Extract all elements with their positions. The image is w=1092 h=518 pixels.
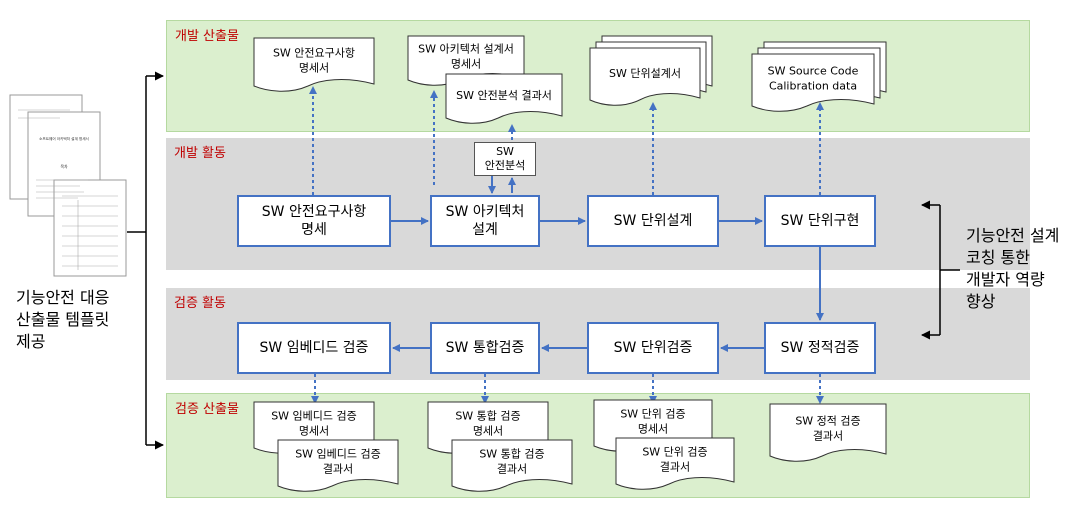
integ-result-doc-text-0: SW 통합 검증: [479, 448, 544, 461]
sw-unit-design-box: SW 단위설계: [587, 195, 719, 247]
sw-unit-verification-box: SW 단위검증: [587, 322, 719, 374]
safety-analysis-arrows: [488, 176, 516, 194]
integ-spec-doc-text-0: SW 통합 검증: [455, 410, 520, 423]
req-spec-doc-text-0: SW 안전요구사항: [273, 47, 355, 60]
ver-outputs-label: 검증 산출물: [175, 402, 239, 417]
sw-embedded-verification-box: SW 임베디드 검증: [237, 322, 391, 374]
arch-spec-doc-text-0: SW 아키텍처 설계서: [418, 43, 514, 56]
dev-flow-arrows: [391, 217, 824, 352]
arch-spec-doc-text-1: 명세서: [451, 58, 481, 71]
thumbnail-subtitle: 목차: [60, 163, 68, 169]
embedded-result-doc-text-0: SW 임베디드 검증: [295, 448, 381, 461]
unit-design-doc-text-0: SW 단위설계서: [609, 67, 681, 80]
safety-result-doc-text-0: SW 안전분석 결과서: [456, 89, 552, 102]
unit-design-doc: SW 단위설계서: [589, 35, 713, 106]
right-bracket: [921, 200, 960, 340]
integ-spec-doc-text-1: 명세서: [473, 425, 503, 438]
static-result-doc-text-0: SW 정적 검증: [795, 415, 860, 428]
safety-result-doc: SW 안전분석 결과서: [445, 73, 563, 124]
sw-integration-verification-box: SW 통합검증: [430, 322, 540, 374]
source-code-doc-text-0: SW Source Code: [768, 65, 859, 78]
dev-outputs-label: 개발 산출물: [175, 29, 239, 44]
source-code-doc-text-1: Calibration data: [769, 80, 857, 93]
sw-safety-requirements-box: SW 안전요구사항 명세: [237, 195, 391, 247]
unit-result-doc-text-0: SW 단위 검증: [642, 446, 707, 459]
left-bracket: [127, 71, 164, 450]
template-thumbnails: 소프트웨어 아키텍처 설계 명세서 목차: [9, 94, 127, 277]
left-caption: 기능안전 대응 산출물 템플릿 제공: [16, 288, 110, 351]
dotted-output-arrows: [309, 86, 824, 404]
embedded-result-doc-text-1: 결과서: [323, 463, 353, 476]
sw-unit-implementation-box: SW 단위구현: [764, 195, 876, 247]
thumbnail-title: 소프트웨어 아키텍처 설계 명세서: [39, 136, 89, 141]
right-caption: 기능안전 설계 코칭 통한 개발자 역량 향상: [966, 226, 1060, 311]
unit-result-doc-text-1: 결과서: [660, 461, 690, 474]
sw-safety-analysis-box: SW 안전분석: [474, 142, 536, 176]
sw-architecture-design-box: SW 아키텍처 설계: [430, 195, 540, 247]
sw-static-verification-box: SW 정적검증: [764, 322, 876, 374]
unit-spec-doc-text-0: SW 단위 검증: [620, 408, 685, 421]
dev-activities-label: 개발 활동: [174, 146, 226, 161]
embedded-spec-doc-text-1: 명세서: [299, 425, 329, 438]
ver-activities-label: 검증 활동: [174, 296, 226, 311]
unit-spec-doc-text-1: 명세서: [638, 423, 668, 436]
req-spec-doc-text-1: 명세서: [299, 62, 329, 75]
integ-result-doc-text-1: 결과서: [497, 463, 527, 476]
embedded-spec-doc-text-0: SW 임베디드 검증: [271, 410, 357, 423]
static-result-doc-text-1: 결과서: [813, 430, 843, 443]
